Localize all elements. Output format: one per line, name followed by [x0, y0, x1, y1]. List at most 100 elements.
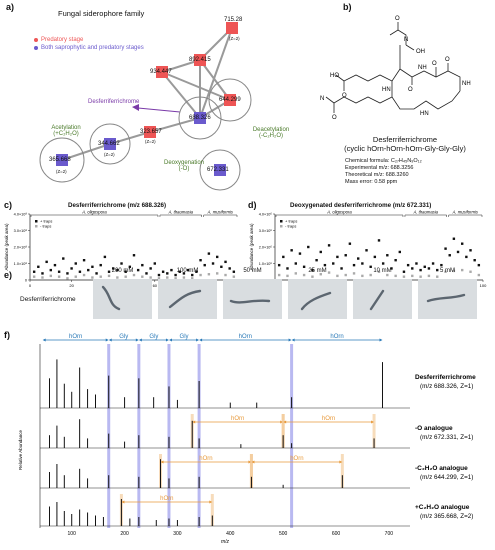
f-arrow-head [108, 338, 112, 342]
node-365[interactable]: 365.668 [49, 157, 71, 163]
c-point-minus [66, 277, 69, 280]
compound-sequence: (cyclic hOrn-hOrn-hOrn-Gly-Gly-Gly) [344, 144, 466, 153]
c-point-plus [174, 273, 177, 277]
c-xtick-label: 60 [153, 283, 158, 288]
d-point-plus [469, 249, 472, 252]
atom-o-4: O [432, 61, 437, 67]
node-672[interactable]: 672.331 [207, 167, 229, 173]
c-point-plus [141, 263, 144, 267]
node-323[interactable]: 323.657 [140, 129, 162, 135]
c-point-plus [74, 262, 77, 265]
d-point-plus [398, 250, 401, 254]
d-point-plus [290, 249, 293, 252]
c-point-plus [136, 268, 140, 272]
node-715-charge: (Z=2) [229, 36, 240, 41]
f-xtick-label: 200 [120, 531, 129, 537]
chemical-formula: Chemical formula: C₂₇H₄₅N₉O₁₂ [345, 158, 422, 164]
d-point-minus [444, 270, 447, 273]
experimental-mz: Experimental m/z: 688.3256 [345, 165, 414, 171]
c-point-plus [87, 268, 90, 272]
f-residue-label: Gly [180, 334, 189, 340]
worm-tile: 100 mM [158, 268, 217, 319]
atom-hn-2: HN [420, 111, 429, 117]
c-point-plus [170, 268, 173, 272]
c-point-plus [224, 260, 227, 264]
panel-d-title: Deoxygenated desferriferrichrome (m/z 67… [290, 202, 432, 209]
c-legend-plus: + traps [40, 219, 52, 224]
worm-tile: 200 mM [93, 268, 152, 319]
node-934[interactable]: 934.447 [150, 69, 172, 75]
f-xtick-label: 400 [226, 531, 235, 537]
d-point-plus [440, 263, 443, 267]
c-point-plus [166, 272, 169, 275]
concentration-label: 25 mM [308, 268, 327, 274]
worm-tile: 50 mM [223, 268, 282, 319]
c-legend-minus-marker [35, 225, 38, 228]
c-group-label: A. thaumasia [168, 210, 194, 215]
chart-d: 01.0×10⁶2.0×10⁶3.0×10⁶4.0×10⁶02040608010… [249, 210, 487, 295]
c-point-plus [211, 262, 215, 265]
f-arrow-head [199, 338, 203, 342]
atom-ho: HO [330, 73, 339, 79]
d-point-plus [348, 242, 352, 245]
molecular-network [39, 22, 252, 191]
d-point-minus [402, 275, 406, 278]
node-715[interactable]: 715.28 [224, 17, 243, 23]
atom-o-5: O [408, 87, 413, 93]
d-point-minus [377, 270, 381, 273]
d-point-minus [302, 273, 306, 277]
f-xtick-label: 300 [173, 531, 182, 537]
d-point-plus [473, 259, 476, 262]
node-688[interactable]: 688.326 [189, 115, 211, 121]
node-344[interactable]: 344.662 [98, 141, 120, 147]
panel-c-title: Desferriferrichrome (m/z 688.326) [68, 202, 167, 209]
c-ytick-label: 2.0×10⁸ [14, 246, 28, 250]
f-arrow-head [379, 338, 383, 342]
c-point-plus [182, 272, 186, 275]
c-point-minus [74, 275, 77, 278]
c-point-minus [141, 275, 144, 278]
d-ytick-label: 4.0×10⁶ [259, 213, 273, 217]
d-point-plus [365, 249, 368, 252]
node-323-charge: (Z=2) [145, 139, 156, 144]
f-inner-label: hOrn [199, 456, 212, 462]
f-spectrum-name: -O analogue [415, 425, 453, 432]
c-point-minus [166, 276, 169, 279]
panel-c-letter: c) [4, 200, 13, 210]
nematode-image [229, 299, 271, 304]
d-point-minus [436, 275, 439, 278]
f-spectrum-mz: (m/z 644.299, Z=1) [420, 474, 473, 481]
desferri-annotation: Desferriferrichrome [88, 99, 140, 105]
concentration-label: 10 mM [373, 268, 392, 274]
f-residue-label: Gly [149, 334, 158, 340]
c-point-plus [62, 257, 65, 260]
d-point-plus [461, 242, 464, 245]
node-344-charge: (Z=2) [104, 152, 115, 157]
d-point-plus [448, 254, 451, 257]
c-ytick-label: 1.0×10⁸ [14, 262, 28, 266]
f-spectrum-name: Desferriferrichrome [415, 374, 476, 381]
acetylation-label: Acetylation (+C₂H₂O) [51, 125, 81, 137]
d-point-minus [469, 270, 472, 273]
c-legend-plus-marker [35, 220, 38, 223]
nematode-shape [426, 293, 466, 303]
d-legend-plus: + traps [285, 219, 297, 224]
c-point-minus [57, 275, 61, 278]
c-point-plus [120, 262, 123, 265]
node-644[interactable]: 644.299 [219, 97, 241, 103]
d-point-minus [361, 274, 364, 278]
c-point-plus [95, 272, 98, 275]
c-point-plus [153, 262, 156, 265]
f-spectrum-name: +C₂H₂O analogue [415, 504, 470, 511]
d-point-minus [369, 273, 372, 277]
c-point-plus [45, 260, 48, 264]
c-point-plus [112, 267, 115, 270]
c-point-minus [224, 273, 227, 277]
c-point-minus [91, 276, 94, 279]
node-892[interactable]: 892.415 [189, 57, 211, 63]
c-point-plus [70, 267, 73, 270]
c-point-plus [57, 270, 61, 273]
d-point-minus [427, 274, 431, 278]
c-xtick-label: 20 [69, 283, 74, 288]
atom-o-3: O [332, 115, 337, 121]
